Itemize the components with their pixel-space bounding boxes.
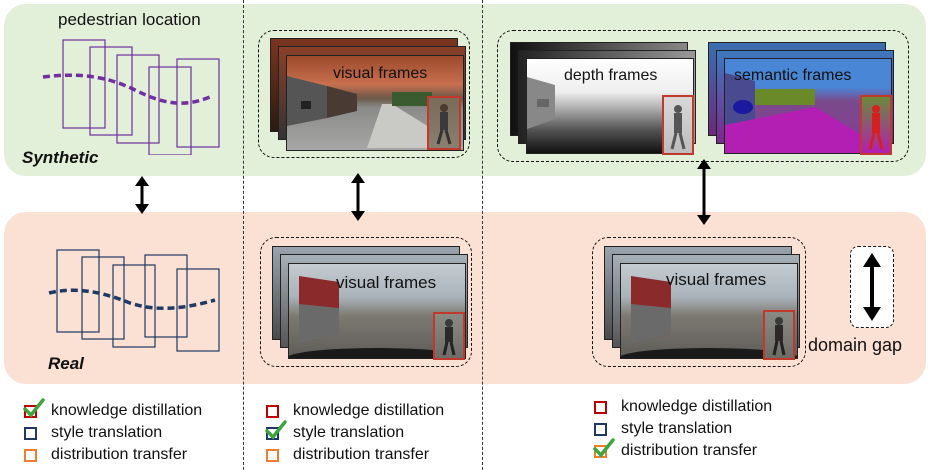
domain-gap-arrow-icon [863, 253, 881, 321]
checked-box-icon [265, 419, 287, 440]
real-visual-frame-1 [288, 263, 466, 359]
real-pedestrian-crop-1 [433, 312, 465, 360]
legend-label: knowledge distillation [293, 402, 445, 419]
semantic-pedestrian-crop [860, 95, 892, 155]
real-pedestrian-crop-2 [763, 310, 795, 360]
synthetic-bbox-trajectory [42, 39, 220, 155]
legend-item: distribution transfer [24, 444, 187, 466]
checkbox-icon [594, 400, 607, 414]
checkbox-icon [24, 426, 37, 440]
domain-gap-label: domain gap [808, 335, 903, 355]
legend-item: distribution transfer [266, 444, 429, 466]
legend-item: knowledge distillation [23, 397, 203, 422]
synthetic-visual-frames-group [258, 30, 470, 158]
synthetic-pedestrian-crop [427, 96, 461, 150]
legend-item: knowledge distillation [266, 400, 444, 422]
syn-real-arrow-3 [697, 159, 711, 225]
real-visual-frames-label-2: visual frames [666, 270, 767, 289]
real-visual-frames-label-1: visual frames [336, 273, 437, 292]
checked-box-icon [23, 397, 45, 418]
pedestrian-location-label: pedestrian location [58, 10, 201, 29]
legend-label: distribution transfer [293, 446, 430, 463]
real-label: Real [48, 354, 84, 373]
syn-real-arrow-2 [351, 173, 365, 221]
column-divider-2 [482, 0, 483, 470]
checked-box-icon [593, 437, 615, 458]
checkbox-icon [266, 448, 279, 462]
legend-item: style translation [265, 419, 405, 444]
depth-frames-label: depth frames [564, 67, 658, 84]
checkbox-icon [266, 404, 279, 418]
legend-item: knowledge distillation [594, 396, 772, 418]
checkbox-icon [24, 448, 37, 462]
legend-item: style translation [594, 418, 732, 440]
legend-label: style translation [293, 424, 405, 441]
real-bbox-trajectory [48, 249, 220, 352]
legend-item: distribution transfer [593, 437, 758, 462]
real-visual-frames-group-1 [260, 237, 472, 367]
domain-gap-box [850, 246, 894, 328]
column-divider-1 [243, 0, 244, 470]
legend-label: knowledge distillation [51, 402, 203, 419]
legend-label: knowledge distillation [621, 398, 773, 415]
semantic-frames-label: semantic frames [734, 67, 852, 84]
legend-label: style translation [621, 420, 733, 437]
depth-pedestrian-crop [662, 95, 694, 155]
checkmark-icon [23, 397, 45, 418]
real-visual-frames-group-2 [592, 237, 806, 367]
checkmark-icon [265, 419, 287, 440]
synthetic-visual-frames-label: visual frames [333, 65, 428, 82]
checkmark-icon [593, 437, 615, 458]
legend-label: style translation [51, 424, 163, 441]
legend-item: style translation [24, 422, 162, 444]
syn-real-arrow-1 [135, 176, 149, 214]
legend-label: distribution transfer [621, 442, 758, 459]
legend-label: distribution transfer [51, 446, 188, 463]
checkbox-icon [594, 422, 607, 436]
synthetic-label: Synthetic [22, 148, 99, 167]
